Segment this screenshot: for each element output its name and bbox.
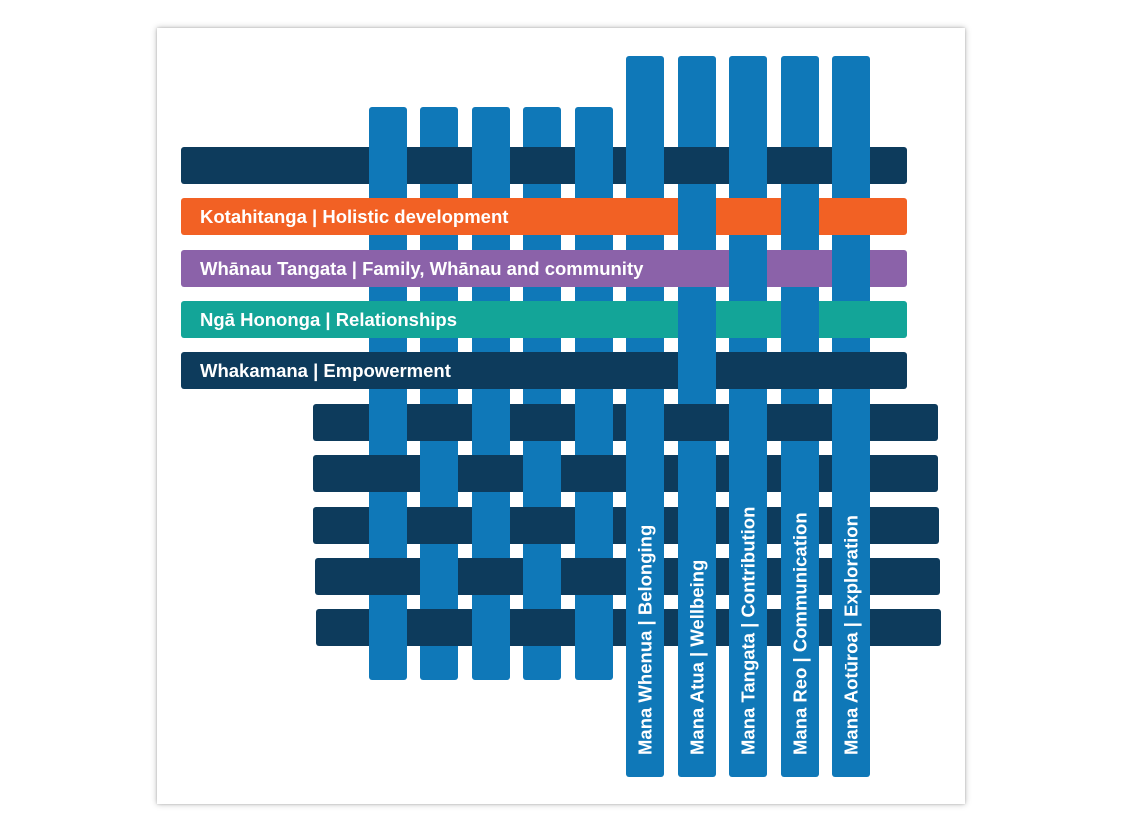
strand-label-mana-reo: Mana Reo | Communication [790,512,811,755]
principle-label-nga-hononga: Ngā Hononga | Relationships [200,309,457,330]
principle-label-whanau-tangata: Whānau Tangata | Family, Whānau and comm… [200,258,644,279]
principle-band-nga-hononga [181,301,907,338]
strand-over-band [472,609,510,646]
strand-over-band [678,507,716,544]
strand-over-band [678,301,716,338]
strand-over-band [729,404,767,441]
principle-band-whakamana [181,352,907,389]
strand-over-band [626,609,664,646]
strand-over-band [832,250,870,287]
strand-over-band [832,558,870,595]
strand-over-band [729,609,767,646]
strand-over-band [626,147,664,184]
strand-over-band [832,609,870,646]
strand-over-band [781,455,819,492]
strand-over-band [781,198,819,235]
labels: Kotahitanga | Holistic developmentWhānau… [200,206,862,755]
strand-label-mana-whenua: Mana Whenua | Belonging [635,525,656,755]
strand-label-mana-tangata: Mana Tangata | Contribution [738,507,759,755]
strand-over-band [472,507,510,544]
strand-over-band [626,558,664,595]
strand-over-band [369,507,407,544]
strand-over-band [729,558,767,595]
horizontal-band-top [181,147,907,184]
strand-over-band [575,609,613,646]
strand-over-band [678,198,716,235]
strand-over-band [832,404,870,441]
strand-label-mana-atua: Mana Atua | Wellbeing [687,560,708,755]
strand-over-band [832,455,870,492]
strand-over-band [832,147,870,184]
strand-over-band [523,455,561,492]
strand-over-band [575,147,613,184]
strand-over-band [626,507,664,544]
strand-over-band [575,404,613,441]
strand-over-band [678,609,716,646]
strand-over-band [626,455,664,492]
strand-over-band [369,147,407,184]
principle-band-whanau-tangata [181,250,907,287]
strand-over-band [729,147,767,184]
strand-over-band [781,301,819,338]
principle-band-kotahitanga [181,198,907,235]
strand-over-band [626,404,664,441]
strand-over-band [369,609,407,646]
strand-over-band [729,250,767,287]
strand-over-band [781,507,819,544]
strand-over-band [832,507,870,544]
principle-label-whakamana: Whakamana | Empowerment [200,360,451,381]
strand-over-band [420,455,458,492]
strand-over-band [472,404,510,441]
horizontal-band-lower [313,404,938,441]
principle-label-kotahitanga: Kotahitanga | Holistic development [200,206,508,227]
strand-over-band [678,558,716,595]
strand-over-band [678,352,716,389]
strand-crossings [369,147,870,646]
strand-label-mana-aoturoa: Mana Aotūroa | Exploration [841,515,862,755]
strand-over-band [369,404,407,441]
strand-over-band [523,558,561,595]
strand-over-band [472,147,510,184]
strand-over-band [781,609,819,646]
strand-over-band [420,558,458,595]
strand-over-band [781,558,819,595]
strand-over-band [729,507,767,544]
strand-over-band [729,455,767,492]
strand-over-band [575,507,613,544]
strand-over-band [678,455,716,492]
